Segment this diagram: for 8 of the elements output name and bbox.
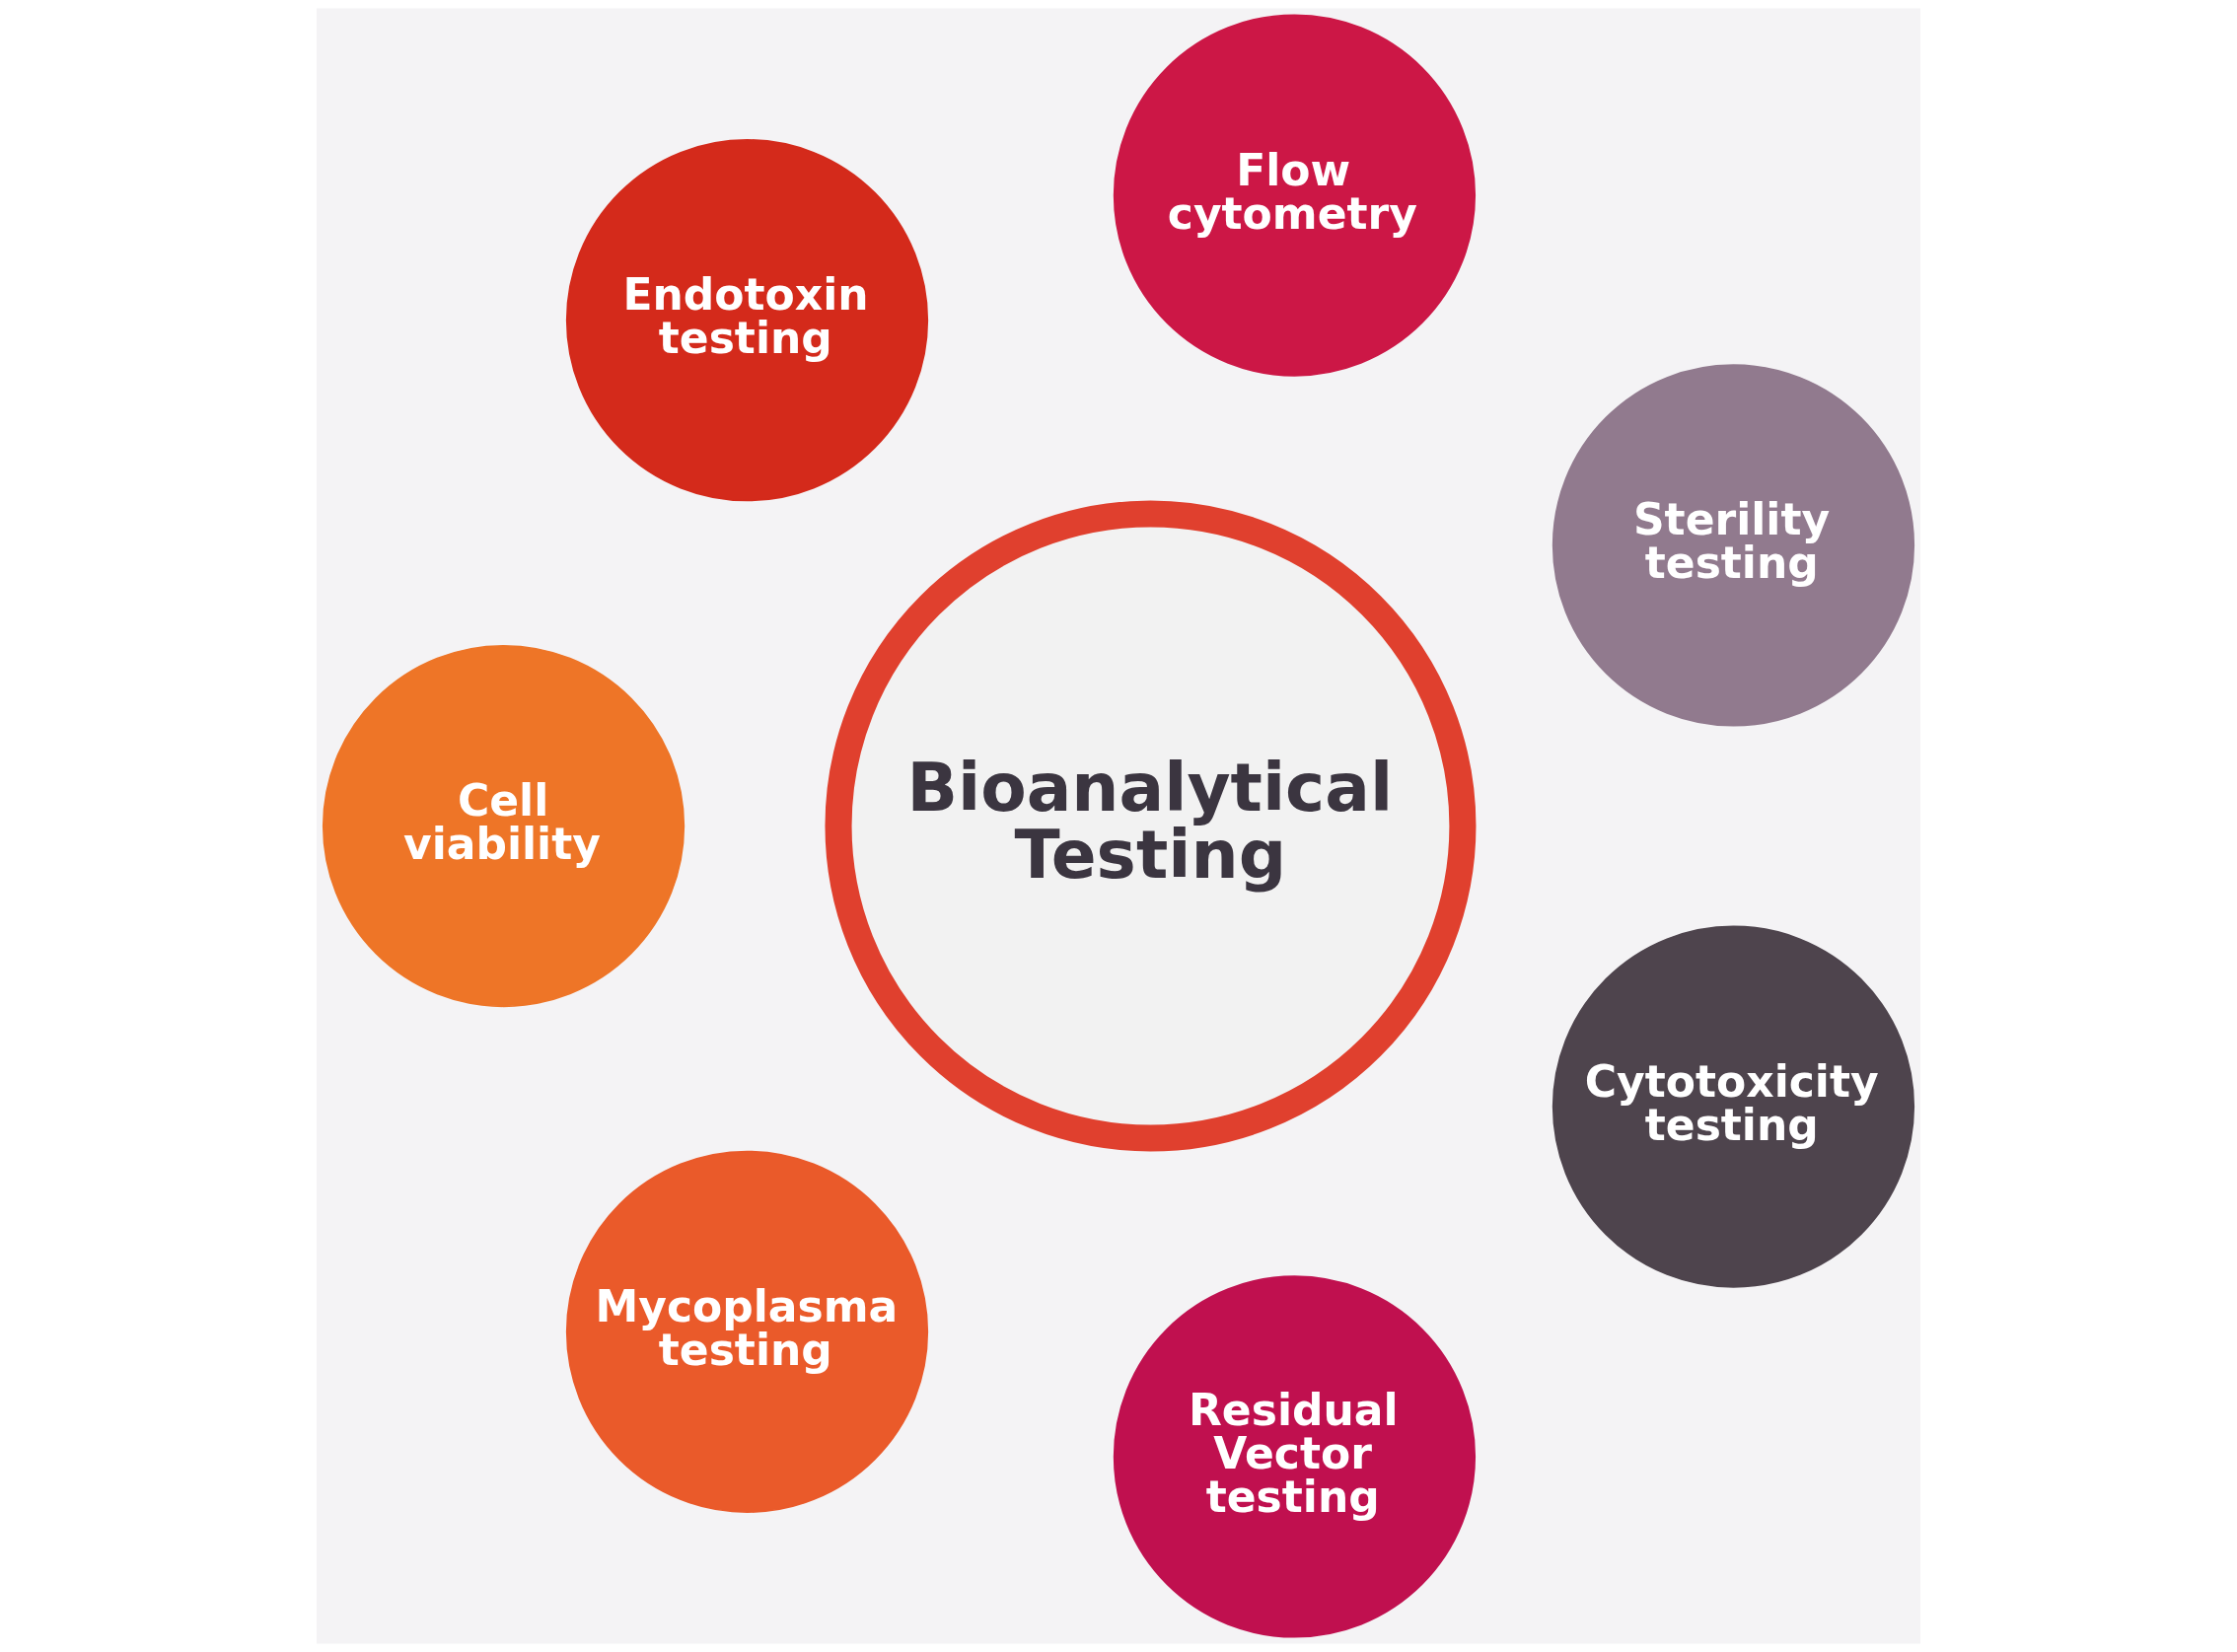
- node-circle: Residual Vector testing: [1113, 1275, 1477, 1638]
- node-circle: Mycoplasma testing: [565, 1150, 929, 1513]
- node-circle: Cytotoxicity testing: [1551, 925, 1915, 1288]
- node-circle: Endotoxin testing: [565, 139, 929, 502]
- node-circle: Bioanalytical Testing: [825, 500, 1477, 1152]
- node-circle: Flow cytometry: [1113, 14, 1477, 377]
- node-circle: Cell viability: [322, 644, 686, 1008]
- node-circle: Sterility testing: [1551, 364, 1915, 727]
